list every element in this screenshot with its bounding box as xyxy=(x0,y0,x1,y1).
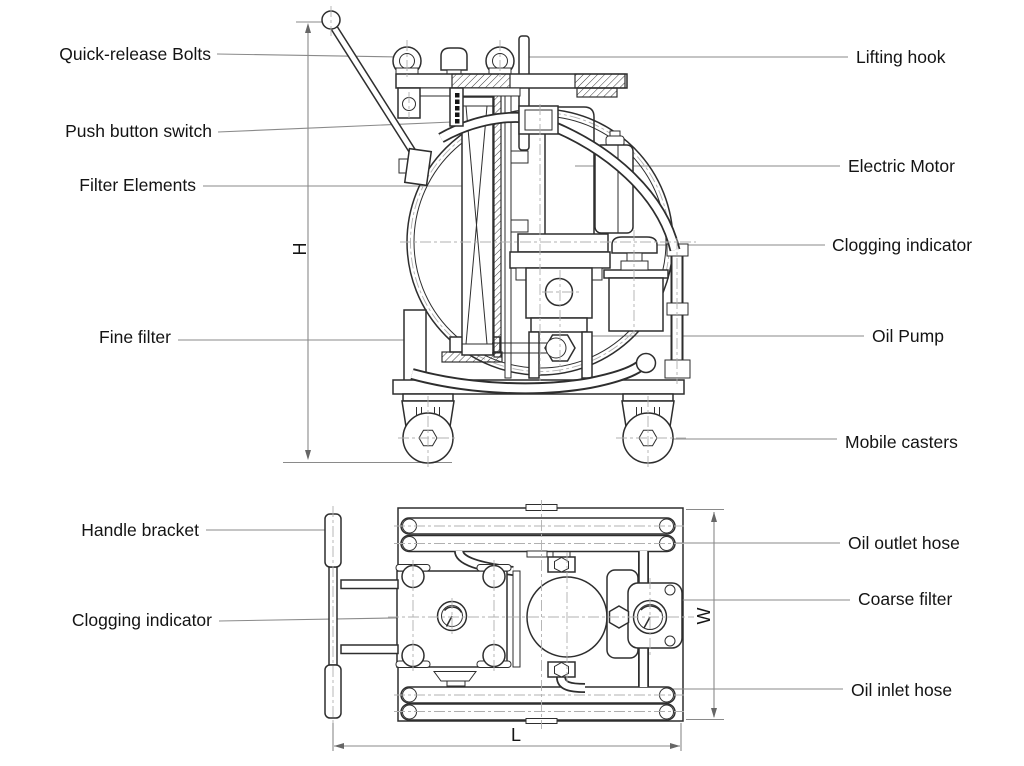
label-oil-inlet-hose: Oil inlet hose xyxy=(851,680,952,700)
hose-connector xyxy=(526,550,548,558)
label-quick-release-bolts: Quick-release Bolts xyxy=(59,44,211,64)
label-handle-bracket: Handle bracket xyxy=(81,520,199,540)
label-oil-outlet-hose: Oil outlet hose xyxy=(848,533,960,553)
oil-outlet-hoses xyxy=(400,517,676,553)
oil-inlet-hoses xyxy=(400,686,676,721)
length-dimension xyxy=(332,723,682,751)
label-push-button-switch: Push button switch xyxy=(65,121,212,141)
side-view xyxy=(178,6,864,468)
label-lifting-hook: Lifting hook xyxy=(856,47,946,67)
plan-centerlines xyxy=(332,500,694,729)
quick-release-bolt-knob xyxy=(440,47,468,71)
outlet-pipe xyxy=(664,243,691,379)
label-clogging-indicator-side: Clogging indicator xyxy=(832,235,972,255)
hose-clamp xyxy=(518,105,559,135)
label-filter-elements: Filter Elements xyxy=(79,175,196,195)
oil-hose-bottom xyxy=(410,352,657,395)
label-oil-pump: Oil Pump xyxy=(872,326,944,346)
clogging-indicator-side xyxy=(603,236,669,332)
plan-view xyxy=(206,500,850,751)
hex-fitting-bottom xyxy=(547,661,576,678)
clogging-indicator-plan xyxy=(436,600,468,632)
dimension-width-label: W xyxy=(694,608,714,625)
label-electric-motor: Electric Motor xyxy=(848,156,955,176)
hex-fitting-top xyxy=(547,551,576,573)
label-fine-filter: Fine filter xyxy=(99,327,171,347)
handle-bracket xyxy=(324,513,399,719)
label-coarse-filter: Coarse filter xyxy=(858,589,953,609)
labels: Quick-release Bolts Push button switch F… xyxy=(59,44,972,745)
top-plate-assembly xyxy=(392,46,628,98)
fine-filter-column xyxy=(461,84,529,379)
dimension-height-label: H xyxy=(290,243,310,256)
width-dimension xyxy=(686,508,724,721)
label-mobile-casters: Mobile casters xyxy=(845,432,958,452)
label-clogging-indicator-plan: Clogging indicator xyxy=(72,610,212,630)
dimension-length-label: L xyxy=(511,725,521,745)
push-button-switch xyxy=(449,87,464,127)
side-centerlines xyxy=(330,6,696,468)
coarse-filter xyxy=(606,569,683,659)
